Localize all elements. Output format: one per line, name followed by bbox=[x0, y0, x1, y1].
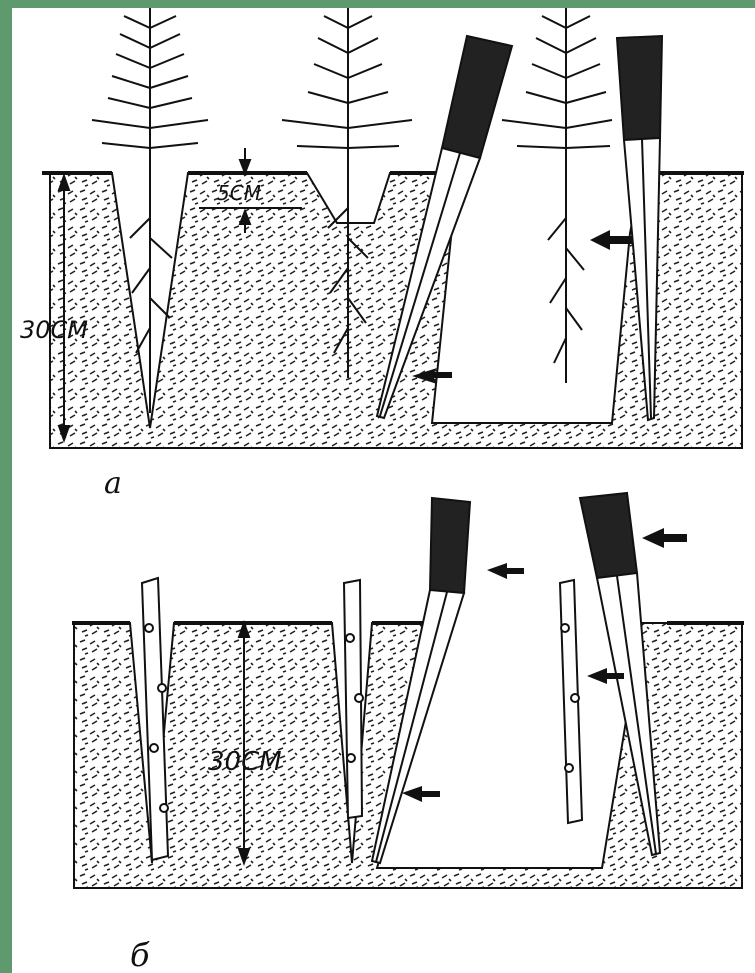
panel-b-arrow-2 bbox=[642, 528, 687, 548]
panel-a-caption: а bbox=[104, 466, 122, 501]
seedling-3 bbox=[502, 8, 612, 383]
panel-b-arrow-4 bbox=[402, 786, 440, 802]
panel-b: 30СМ б bbox=[72, 493, 744, 973]
panel-a-gap-label: 5СМ bbox=[217, 181, 261, 205]
panel-b-arrow-1 bbox=[487, 563, 524, 579]
illustration-canvas: 30СМ 5СМ bbox=[12, 8, 755, 973]
panel-b-caption: б bbox=[130, 936, 150, 973]
frame-left-border bbox=[0, 0, 12, 973]
cutting-3 bbox=[560, 580, 582, 823]
planting-diagram: 30СМ 5СМ bbox=[12, 8, 755, 973]
panel-a-depth-label: 30СМ bbox=[20, 316, 88, 344]
panel-a-arrow-2 bbox=[590, 230, 632, 250]
frame-top-border bbox=[0, 0, 755, 8]
panel-a: 30СМ 5СМ bbox=[20, 8, 744, 501]
cutting-2 bbox=[344, 580, 363, 818]
panel-b-depth-label: 30СМ bbox=[208, 747, 282, 777]
